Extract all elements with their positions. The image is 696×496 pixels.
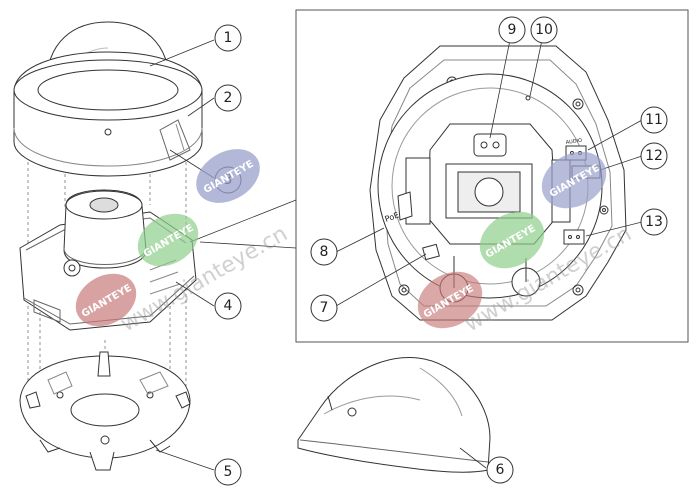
callout-13: 13 — [640, 208, 668, 236]
power-connector — [563, 229, 585, 245]
callout-10: 10 — [530, 16, 558, 44]
svg-text:6: 6 — [496, 462, 505, 478]
status-led — [525, 95, 531, 101]
svg-text:2: 2 — [224, 90, 233, 106]
callout-1: 1 — [214, 24, 242, 52]
detail-inset: PoE AUDIO — [189, 9, 689, 343]
watermark-badge-red: GIANTEYE — [75, 273, 137, 327]
cover-housing — [13, 51, 203, 177]
svg-text:9: 9 — [508, 22, 517, 38]
poe-port — [397, 191, 413, 221]
mounting-base — [19, 351, 191, 471]
svg-text:13: 13 — [645, 214, 663, 230]
callout-4: 4 — [214, 292, 242, 320]
leader-lines — [149, 39, 643, 471]
callout-5: 5 — [214, 458, 242, 486]
svg-text:5: 5 — [224, 464, 233, 480]
inset-connector-bottom — [199, 241, 297, 249]
svg-text:1: 1 — [224, 30, 233, 46]
callout-12: 12 — [640, 142, 668, 170]
exploded-camera — [13, 21, 203, 471]
callout-2: 2 — [214, 84, 242, 112]
svg-text:7: 7 — [320, 300, 329, 316]
callout-8: 8 — [310, 238, 338, 266]
callout-11: 11 — [640, 106, 668, 134]
svg-text:11: 11 — [645, 112, 663, 128]
weather-shield — [297, 357, 491, 473]
svg-text:12: 12 — [645, 148, 663, 164]
audio-label: AUDIO — [565, 138, 582, 146]
callout-6: 6 — [486, 456, 514, 484]
inset-connector-top — [189, 199, 297, 243]
watermark-badge-blue-2: GIANTEYE — [541, 151, 607, 209]
callout-7: 7 — [310, 294, 338, 322]
watermark-badge-blue: GIANTEYE — [196, 149, 260, 203]
sd-slot — [422, 243, 440, 261]
ir-sensor-module — [473, 133, 507, 157]
svg-text:8: 8 — [320, 244, 329, 260]
watermark-badge-green-2: GIANTEYE — [479, 211, 545, 269]
svg-text:4: 4 — [224, 298, 233, 314]
callout-9: 9 — [498, 16, 526, 44]
watermark-badge-green: GIANTEYE — [137, 213, 199, 267]
watermark-badge-red-2: GIANTEYE — [417, 271, 483, 329]
svg-text:10: 10 — [535, 22, 553, 38]
